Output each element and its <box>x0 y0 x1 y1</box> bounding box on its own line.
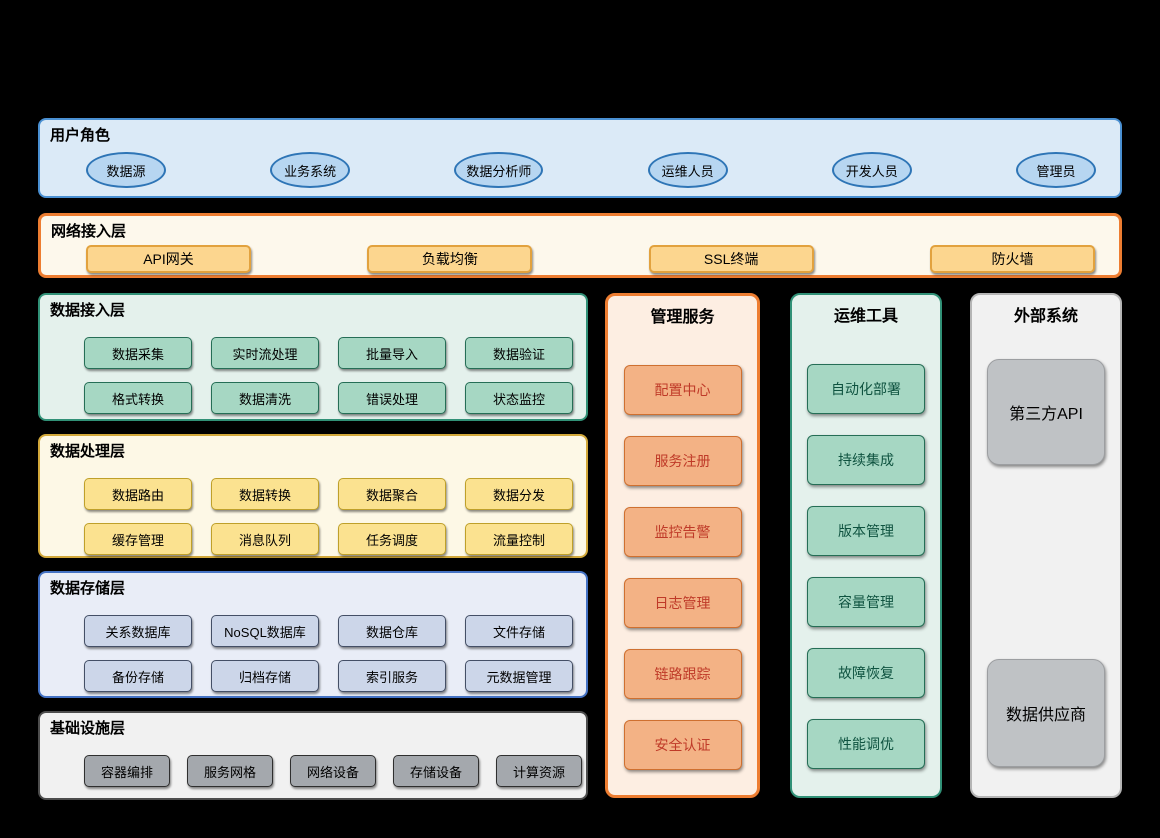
infrastructure-layer-title: 基础设施层 <box>50 720 126 737</box>
ops-node-auto-deploy: 自动化部署 <box>807 364 925 414</box>
data-processing-node: 任务调度 <box>338 523 446 555</box>
data-storage-node: 归档存储 <box>211 660 319 692</box>
data-access-node: 数据采集 <box>84 337 192 369</box>
user-role-ellipse-business-system: 业务系统 <box>270 152 351 188</box>
data-storage-layer-title: 数据存储层 <box>50 580 126 597</box>
user-role-ellipse-developer: 开发人员 <box>831 152 912 188</box>
data-access-layer-title: 数据接入层 <box>50 302 126 319</box>
user-role-ellipse-data-source: 数据源 <box>86 152 166 188</box>
infrastructure-node: 计算资源 <box>496 755 582 787</box>
data-storage-node: 索引服务 <box>338 660 446 692</box>
ops-tools-title: 运维工具 <box>833 308 898 325</box>
data-processing-layer-title: 数据处理层 <box>50 443 126 460</box>
data-processing-node: 消息队列 <box>211 523 319 555</box>
data-access-node: 格式转换 <box>84 382 192 414</box>
data-processing-node: 缓存管理 <box>84 523 192 555</box>
data-processing-layer-panel: 数据处理层 数据路由 数据转换 数据聚合 数据分发 缓存管理 消息队列 任务调度… <box>38 434 588 558</box>
user-roles-row: 数据源 业务系统 数据分析师 运维人员 开发人员 管理员 <box>40 152 1120 188</box>
infrastructure-node-row: 容器编排 服务网格 网络设备 存储设备 计算资源 <box>40 755 586 787</box>
management-node-log-management: 日志管理 <box>623 578 742 628</box>
ops-node-performance-tuning: 性能调优 <box>807 719 925 769</box>
management-node-security-auth: 安全认证 <box>623 720 742 770</box>
network-node-ssl-termination: SSL终端 <box>648 245 814 273</box>
management-node-config-center: 配置中心 <box>623 365 742 415</box>
data-processing-node: 数据聚合 <box>338 478 446 510</box>
ops-node-version-management: 版本管理 <box>807 506 925 556</box>
infrastructure-node: 容器编排 <box>84 755 170 787</box>
external-systems-panel: 外部系统 第三方API 数据供应商 <box>970 293 1122 798</box>
management-services-panel: 管理服务 配置中心 服务注册 监控告警 日志管理 链路跟踪 安全认证 <box>605 293 760 798</box>
data-processing-node-grid: 数据路由 数据转换 数据聚合 数据分发 缓存管理 消息队列 任务调度 流量控制 <box>40 478 586 555</box>
ops-node-capacity-management: 容量管理 <box>807 577 925 627</box>
data-access-node: 错误处理 <box>338 382 446 414</box>
data-storage-node: 备份存储 <box>84 660 192 692</box>
management-node-tracing: 链路跟踪 <box>623 649 742 699</box>
data-access-node: 批量导入 <box>338 337 446 369</box>
management-node-monitoring-alert: 监控告警 <box>623 507 742 557</box>
network-node-firewall: 防火墙 <box>929 245 1095 273</box>
data-storage-node: 关系数据库 <box>84 615 192 647</box>
network-node-api-gateway: API网关 <box>86 245 251 273</box>
ops-node-fault-recovery: 故障恢复 <box>807 648 925 698</box>
user-roles-panel: 用户角色 数据源 业务系统 数据分析师 运维人员 开发人员 管理员 <box>38 118 1122 198</box>
data-access-node: 数据清洗 <box>211 382 319 414</box>
data-access-node-grid: 数据采集 实时流处理 批量导入 数据验证 格式转换 数据清洗 错误处理 状态监控 <box>40 337 586 414</box>
data-storage-node: 元数据管理 <box>465 660 573 692</box>
network-layer-title: 网络接入层 <box>51 223 127 240</box>
management-node-service-registry: 服务注册 <box>623 436 742 486</box>
data-processing-node: 流量控制 <box>465 523 573 555</box>
management-node-stack: 配置中心 服务注册 监控告警 日志管理 链路跟踪 安全认证 <box>608 365 757 770</box>
user-role-ellipse-ops-staff: 运维人员 <box>647 152 728 188</box>
data-access-layer-panel: 数据接入层 数据采集 实时流处理 批量导入 数据验证 格式转换 数据清洗 错误处… <box>38 293 588 421</box>
data-storage-node-grid: 关系数据库 NoSQL数据库 数据仓库 文件存储 备份存储 归档存储 索引服务 … <box>40 615 586 692</box>
data-processing-node: 数据路由 <box>84 478 192 510</box>
infrastructure-layer-panel: 基础设施层 容器编排 服务网格 网络设备 存储设备 计算资源 <box>38 711 588 800</box>
data-access-node: 数据验证 <box>465 337 573 369</box>
management-services-title: 管理服务 <box>650 309 715 326</box>
data-processing-node: 数据分发 <box>465 478 573 510</box>
ops-tools-panel: 运维工具 自动化部署 持续集成 版本管理 容量管理 故障恢复 性能调优 <box>790 293 942 798</box>
infrastructure-node: 存储设备 <box>393 755 479 787</box>
data-access-node: 状态监控 <box>465 382 573 414</box>
user-role-ellipse-admin: 管理员 <box>1015 152 1096 188</box>
data-storage-layer-panel: 数据存储层 关系数据库 NoSQL数据库 数据仓库 文件存储 备份存储 归档存储… <box>38 571 588 698</box>
network-access-layer-panel: 网络接入层 API网关 负载均衡 SSL终端 防火墙 <box>38 213 1122 278</box>
network-node-load-balancer: 负载均衡 <box>367 245 533 273</box>
external-node-third-party-api: 第三方API <box>987 359 1105 465</box>
data-processing-node: 数据转换 <box>211 478 319 510</box>
network-nodes-row: API网关 负载均衡 SSL终端 防火墙 <box>41 245 1119 273</box>
infrastructure-node: 网络设备 <box>290 755 376 787</box>
ops-node-continuous-integration: 持续集成 <box>807 435 925 485</box>
ops-node-stack: 自动化部署 持续集成 版本管理 容量管理 故障恢复 性能调优 <box>792 364 940 769</box>
user-role-ellipse-data-analyst: 数据分析师 <box>454 152 544 188</box>
external-node-data-supplier: 数据供应商 <box>987 659 1105 767</box>
data-access-node: 实时流处理 <box>211 337 319 369</box>
user-roles-title: 用户角色 <box>50 127 111 144</box>
data-storage-node: NoSQL数据库 <box>211 615 319 647</box>
data-storage-node: 数据仓库 <box>338 615 446 647</box>
external-systems-title: 外部系统 <box>1013 308 1078 325</box>
infrastructure-node: 服务网格 <box>187 755 273 787</box>
data-storage-node: 文件存储 <box>465 615 573 647</box>
